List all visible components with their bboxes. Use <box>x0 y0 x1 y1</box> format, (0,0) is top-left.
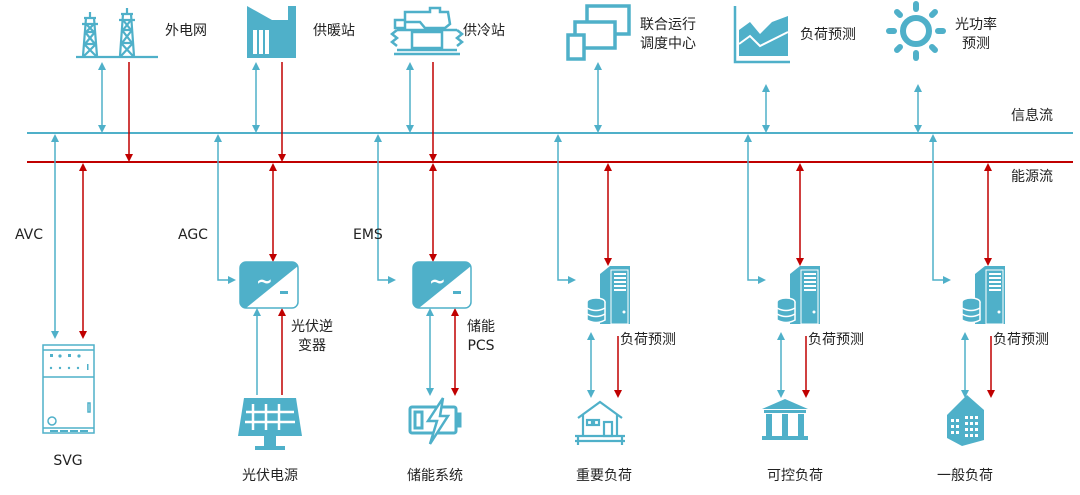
server-database-icon <box>586 266 630 325</box>
pv-inverter-label-line2: 变器 <box>298 338 326 354</box>
cooling-station-label: 供冷站 <box>463 23 505 39</box>
svg-text:~: ~ <box>256 269 273 293</box>
agc-label: AGC <box>178 227 208 243</box>
house-icon <box>575 400 625 445</box>
pv-agc-arrow <box>214 134 236 284</box>
area-chart-icon <box>733 6 790 64</box>
pv-forecast-label: 光功率 预测 <box>951 16 1001 54</box>
pv-inverter-icon: ~ <box>239 261 299 309</box>
energy-flow-label: 能源流 <box>1011 169 1053 185</box>
grid-label: 外电网 <box>165 23 207 39</box>
dispatch-center-label-line2: 调度中心 <box>640 36 696 52</box>
chiller-icon <box>389 6 465 56</box>
dispatch-center-label: 联合运行 调度中心 <box>640 16 696 54</box>
server-database-icon <box>961 266 1005 325</box>
storage-pcs-label: 储能 PCS <box>461 318 501 356</box>
battery-icon <box>408 397 462 445</box>
power-tower-icon <box>76 8 158 59</box>
pv-inverter-label-line1: 光伏逆 <box>291 319 333 335</box>
svg-cabinet-icon <box>42 344 95 434</box>
server-database-icon <box>776 266 820 325</box>
svg-device-label: SVG <box>53 453 83 469</box>
controllable-load-forecast-label: 负荷预测 <box>808 332 864 348</box>
general-load-info-arrow <box>929 134 951 284</box>
storage-pcs-label-line2: PCS <box>467 338 495 354</box>
pv-source-label: 光伏电源 <box>242 468 298 484</box>
svg-text:~: ~ <box>429 269 446 293</box>
general-load-forecast-label: 负荷预测 <box>993 332 1049 348</box>
monitors-icon <box>566 4 631 61</box>
ems-label: EMS <box>353 227 383 243</box>
storage-pcs-icon: ~ <box>412 261 472 309</box>
load-forecast-label: 负荷预测 <box>800 27 856 43</box>
general-load-label: 一般负荷 <box>937 468 993 484</box>
pv-forecast-label-line1: 光功率 <box>955 17 997 33</box>
storage-system-label: 储能系统 <box>407 468 463 484</box>
office-building-icon <box>947 395 984 446</box>
public-building-icon <box>762 399 808 440</box>
solar-panel-icon <box>238 398 302 450</box>
important-load-forecast-label: 负荷预测 <box>620 332 676 348</box>
info-flow-label: 信息流 <box>1011 108 1053 124</box>
important-load-label: 重要负荷 <box>576 468 632 484</box>
factory-icon <box>247 6 296 58</box>
sun-icon <box>886 1 946 61</box>
heating-station-label: 供暖站 <box>313 23 355 39</box>
storage-pcs-label-line1: 储能 <box>467 319 495 335</box>
pv-inverter-label: 光伏逆 变器 <box>289 318 335 356</box>
important-load-info-arrow <box>554 134 576 284</box>
controllable-load-label: 可控负荷 <box>767 468 823 484</box>
controllable-load-info-arrow <box>744 134 766 284</box>
storage-ems-arrow <box>374 134 396 284</box>
avc-label: AVC <box>15 227 44 243</box>
dispatch-center-label-line1: 联合运行 <box>640 17 696 33</box>
pv-forecast-label-line2: 预测 <box>962 36 990 52</box>
